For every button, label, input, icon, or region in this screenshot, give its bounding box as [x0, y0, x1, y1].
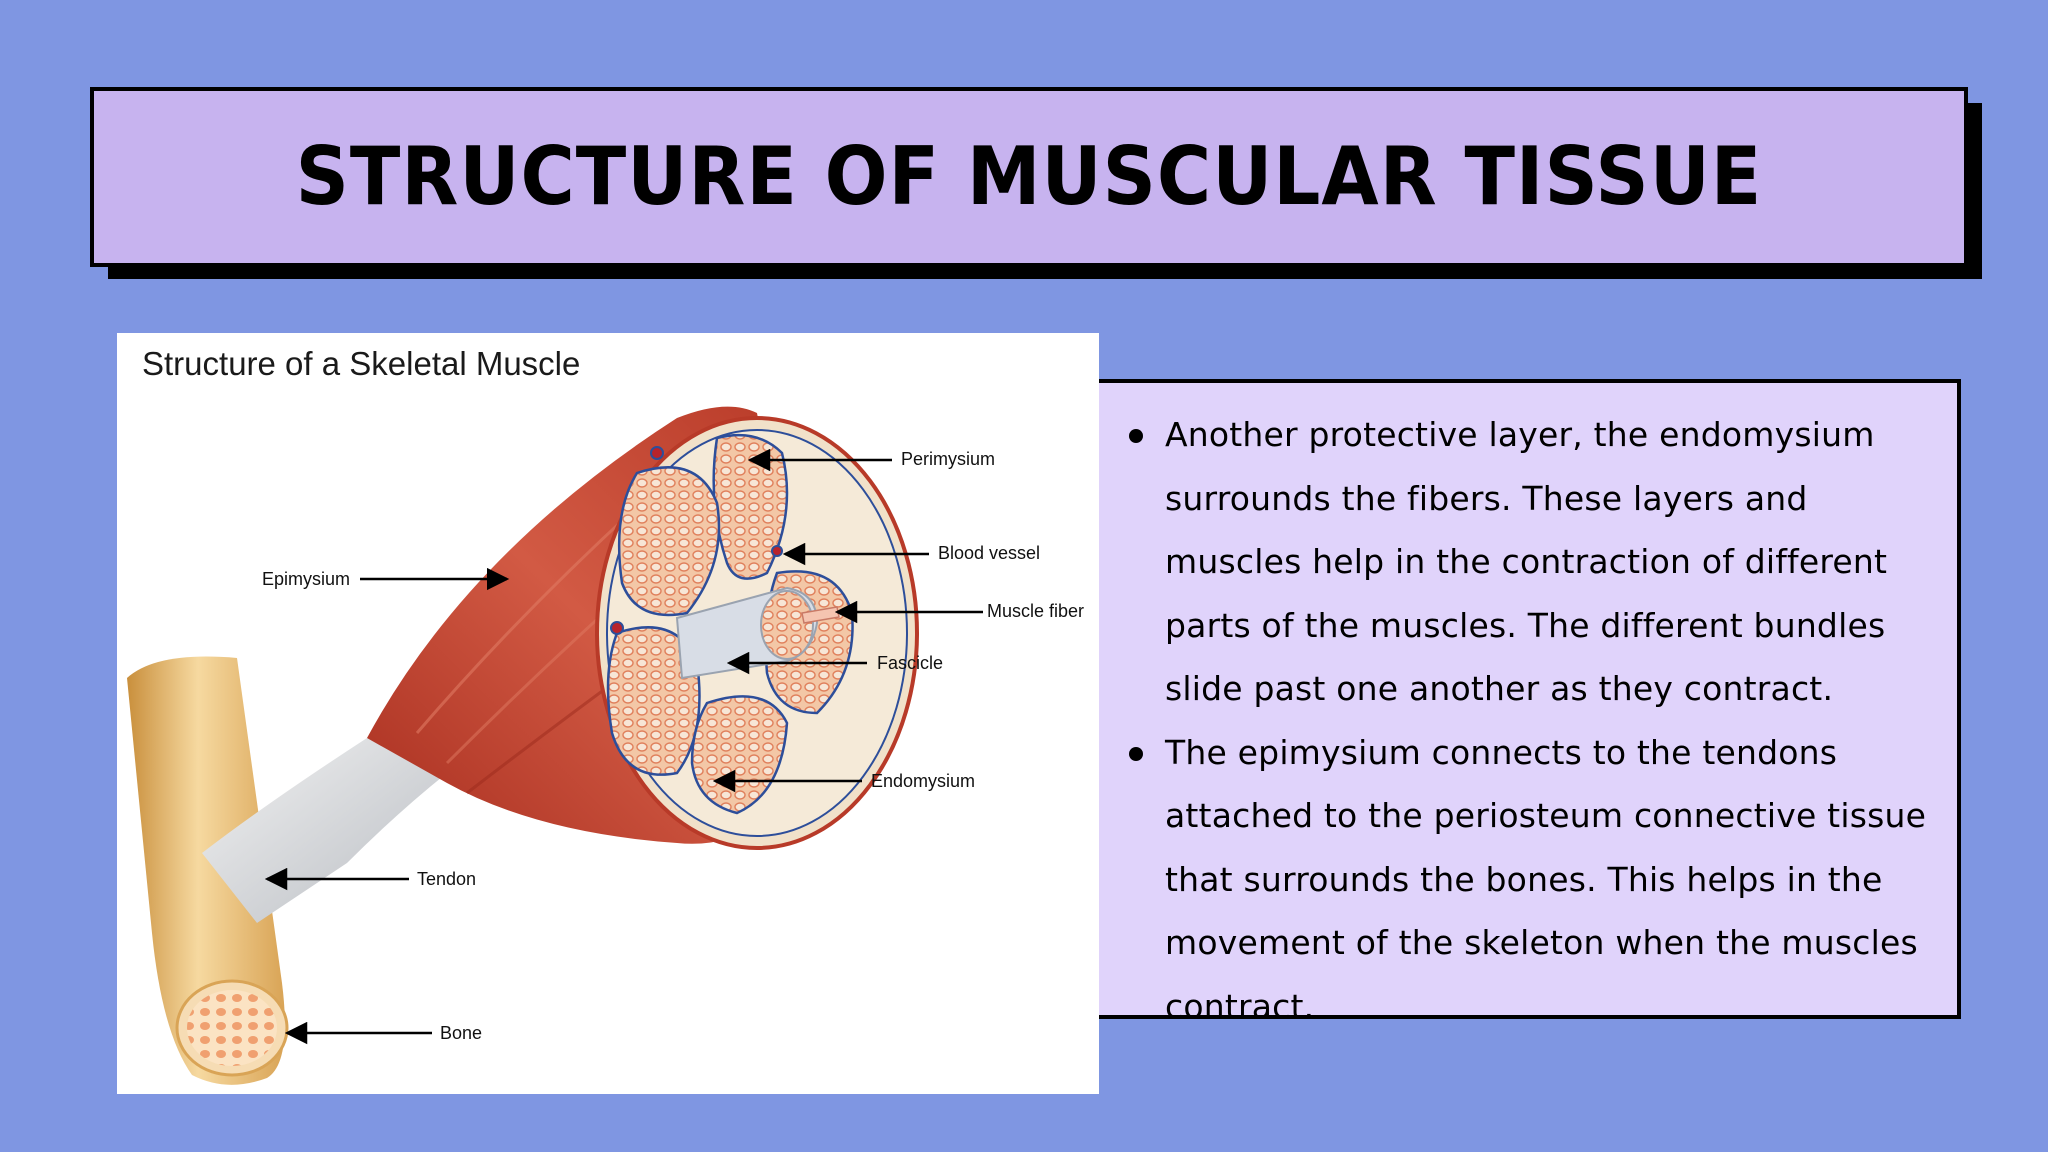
blood-vessel-dot [610, 621, 624, 635]
fascicle [617, 466, 721, 617]
figure-title: Structure of a Skeletal Muscle [142, 345, 581, 382]
title-banner: STRUCTURE OF MUSCULAR TISSUE [90, 87, 1968, 267]
label-fascicle: Fascicle [877, 653, 944, 673]
blood-vessel-dot [650, 446, 664, 460]
label-endomysium: Endomysium [871, 771, 976, 791]
bullet-item: Another protective layer, the endomysium… [1129, 403, 1937, 721]
label-muscle-fiber: Muscle fiber [987, 601, 1085, 621]
bullet-list: Another protective layer, the endomysium… [1099, 383, 1957, 1038]
tendon-shape [202, 737, 447, 923]
muscle-diagram: Structure of a Skeletal Muscle Perimysiu… [117, 333, 1099, 1094]
label-perimysium: Perimysium [901, 449, 996, 469]
label-blood-vessel: Blood vessel [938, 543, 1041, 563]
label-epimysium: Epimysium [262, 569, 351, 589]
bone-shaft [127, 656, 285, 1085]
label-bone: Bone [440, 1023, 483, 1043]
slide-title: STRUCTURE OF MUSCULAR TISSUE [295, 130, 1763, 224]
bullet-item: The epimysium connects to the tendons at… [1129, 721, 1937, 1039]
blood-vessel-dot [771, 545, 783, 557]
label-tendon: Tendon [417, 869, 477, 889]
text-panel: Another protective layer, the endomysium… [1099, 379, 1961, 1026]
bone-marrow [187, 990, 277, 1066]
muscle-illustration [127, 406, 983, 1085]
